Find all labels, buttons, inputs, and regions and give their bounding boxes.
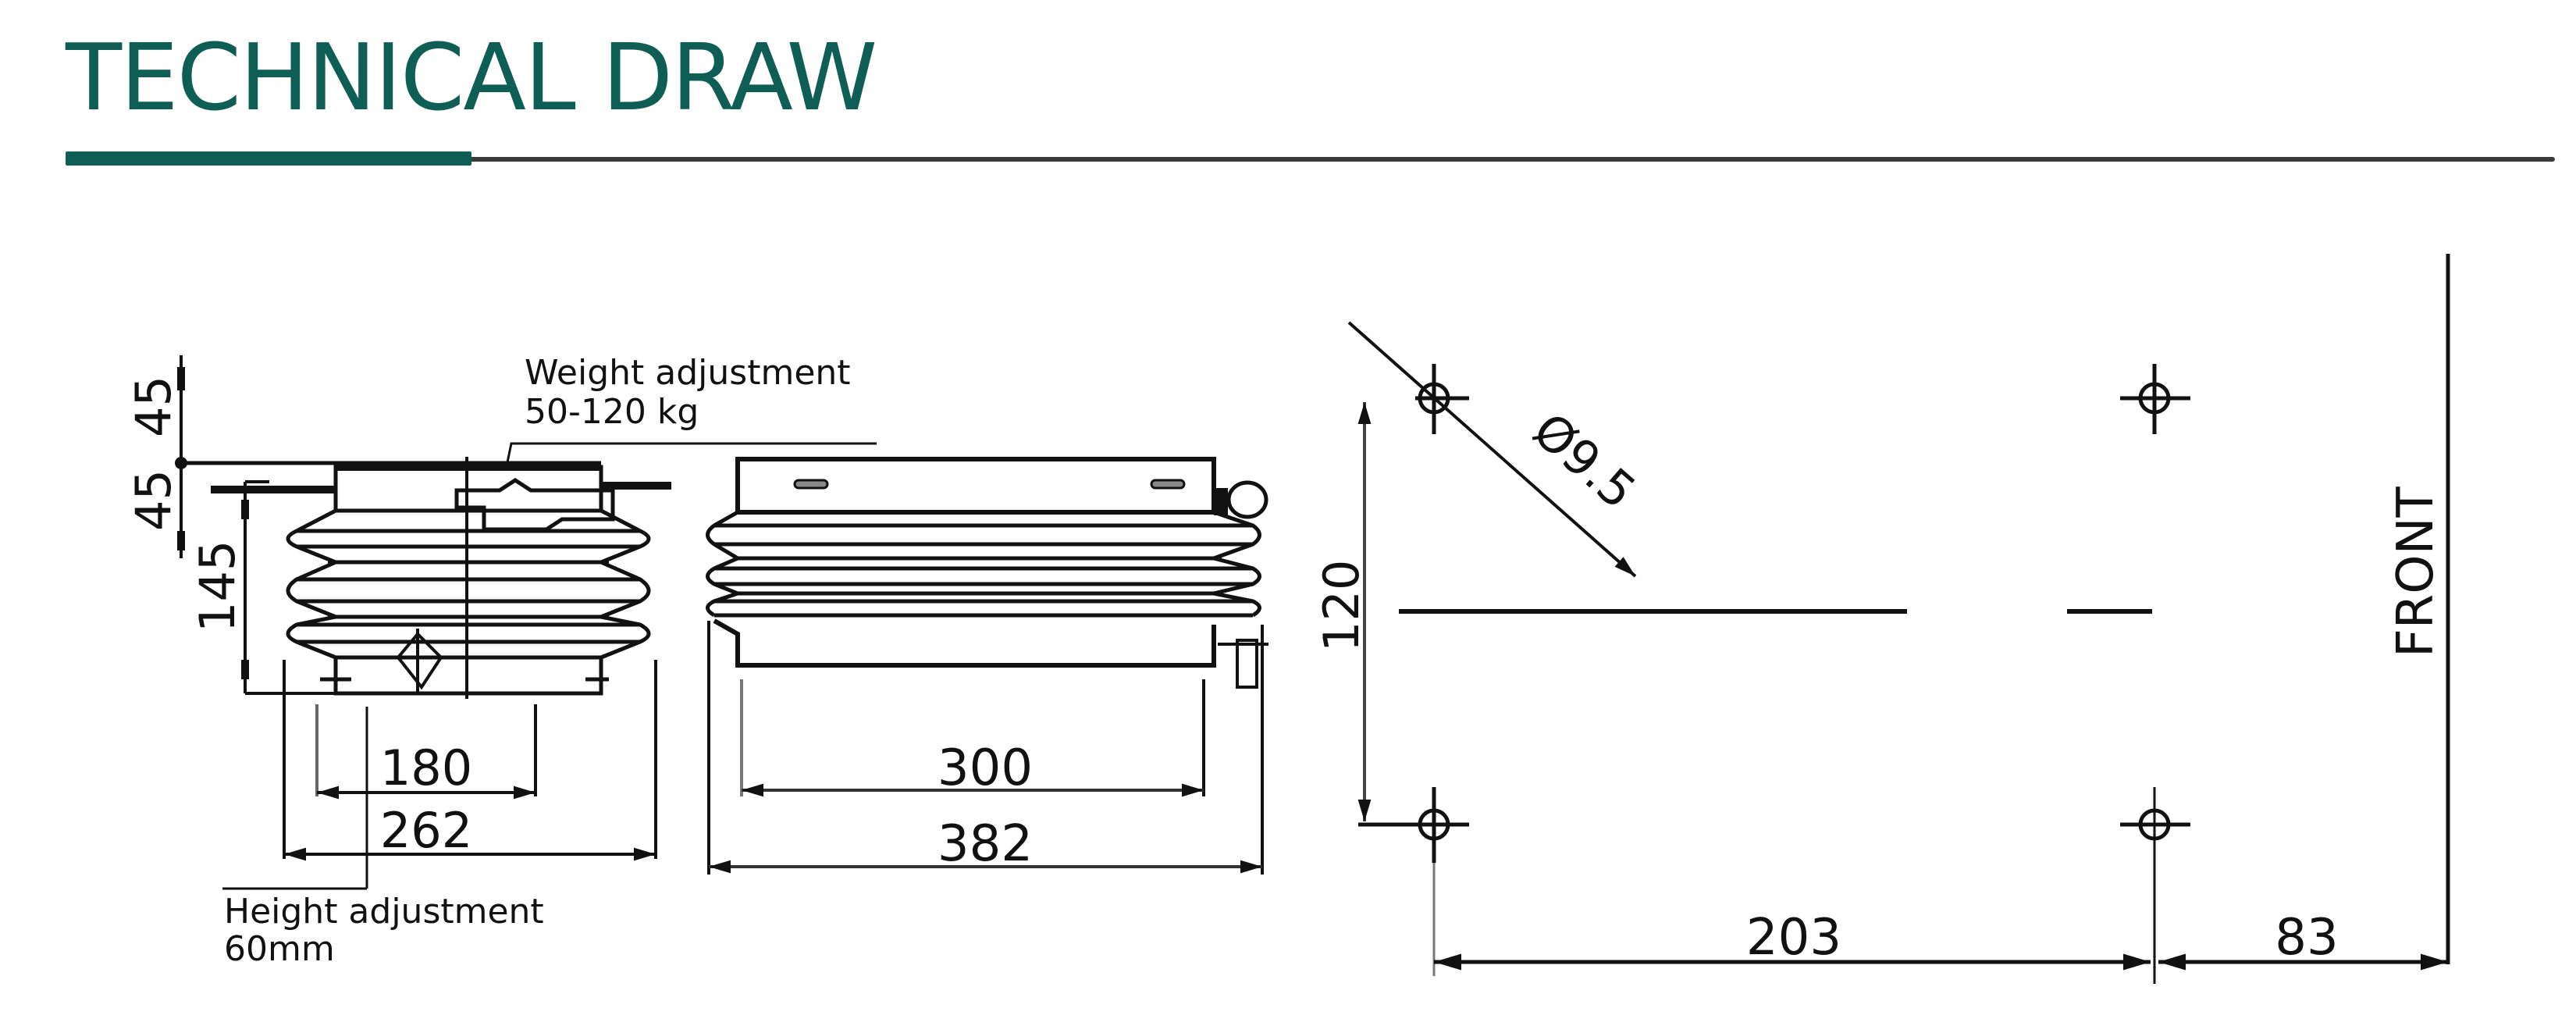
dim-top-lower-label: 45 [125, 469, 182, 531]
page-title: TECHNICAL DRAW [66, 23, 877, 131]
weight-note-line2: 50-120 kg [525, 392, 699, 432]
height-note-line1: Height adjustment [224, 892, 544, 932]
dim-hole-spacing-x-label: 203 [1746, 909, 1841, 967]
dim-outer-width-label: 262 [380, 802, 472, 859]
mounting-hole-icon [2120, 787, 2190, 984]
height-note-line2: 60mm [224, 929, 335, 969]
dim-hole-spacing-y-label: 120 [1313, 560, 1370, 652]
plan-view [1347, 254, 2450, 984]
front-view [706, 457, 1268, 875]
weight-note-line1: Weight adjustment [525, 353, 851, 393]
dim-height-label: 145 [189, 540, 246, 632]
header-accent-bar [66, 151, 471, 166]
dim-top-upper-label: 45 [125, 376, 182, 437]
dim-to-front-label: 83 [2275, 909, 2338, 967]
dim-inner-width-label: 180 [380, 739, 472, 796]
header-divider [468, 157, 2555, 162]
front-dim-inner-width-label: 300 [938, 739, 1033, 797]
mounting-hole-icon [1358, 787, 1469, 863]
hole-diameter-label: Ø9.5 [1522, 401, 1646, 520]
front-dim-outer-width-label: 382 [938, 815, 1033, 873]
mounting-hole-icon [2120, 364, 2190, 434]
front-label: FRONT [2387, 486, 2445, 657]
side-view [175, 355, 877, 890]
